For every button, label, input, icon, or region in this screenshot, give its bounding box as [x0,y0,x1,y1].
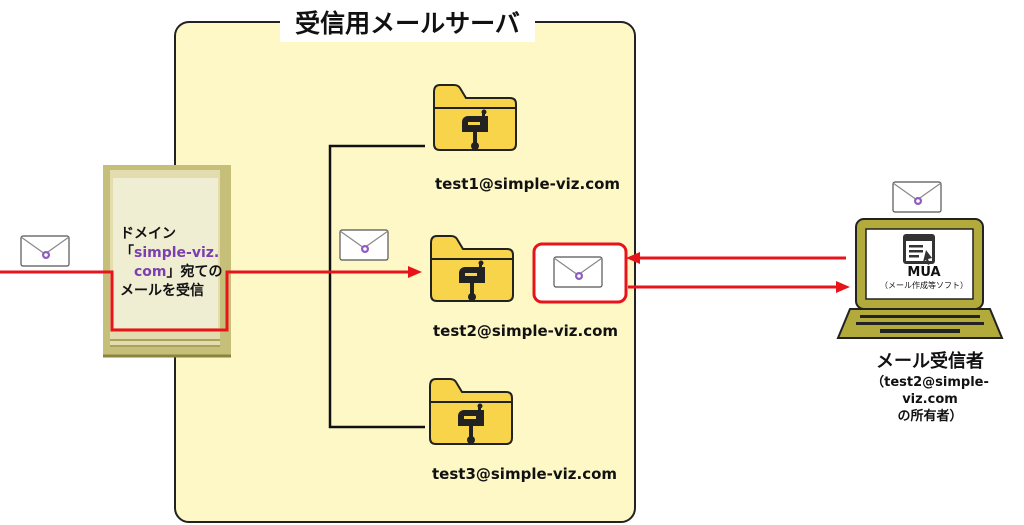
server-label-line1: ドメイン [120,226,176,242]
mua-subtitle: （メール作成等ソフト） [880,281,968,290]
arrow-mua-request [626,252,640,264]
server-tower-icon [103,165,231,358]
server-label-line2: 「simple-viz. [120,244,235,263]
diagram-title: 受信用メールサーバ [280,6,535,42]
arrow-mua-delivery [836,281,850,293]
envelope-icon [20,235,70,267]
mailbox-label-test3: test3@simple-viz.com [432,465,618,483]
mailbox-label-test1: test1@simple-viz.com [435,175,621,193]
incoming-mail-path [0,270,408,332]
laptop-icon [836,218,1004,339]
distribution-lines [328,144,425,429]
bracket-open: 「 [120,245,134,261]
receiver-label: メール受信者 （test2@simple-viz.com の所有者） [845,350,1015,425]
envelope-icon [339,229,389,261]
domain-highlight: com [134,264,167,280]
mailbox-label-test2: test2@simple-viz.com [433,322,619,340]
receiver-title: メール受信者 [876,351,984,372]
mua-name: MUA [907,265,941,280]
arrow-to-test2 [408,266,422,278]
server-label-line3: com」宛ての [120,263,235,282]
receiver-address: （test2@simple-viz.com [871,375,989,407]
envelope-icon [892,181,942,213]
server-description: ドメイン 「simple-viz. com」宛ての メールを受信 [120,225,235,301]
server-label-line4: メールを受信 [120,283,204,299]
receiver-owner: の所有者） [897,409,963,424]
envelope-icon [553,256,603,288]
domain-highlight: simple-viz. [134,245,220,261]
label-suffix: 」宛ての [166,264,223,280]
mua-label: MUA （メール作成等ソフト） [872,266,976,291]
